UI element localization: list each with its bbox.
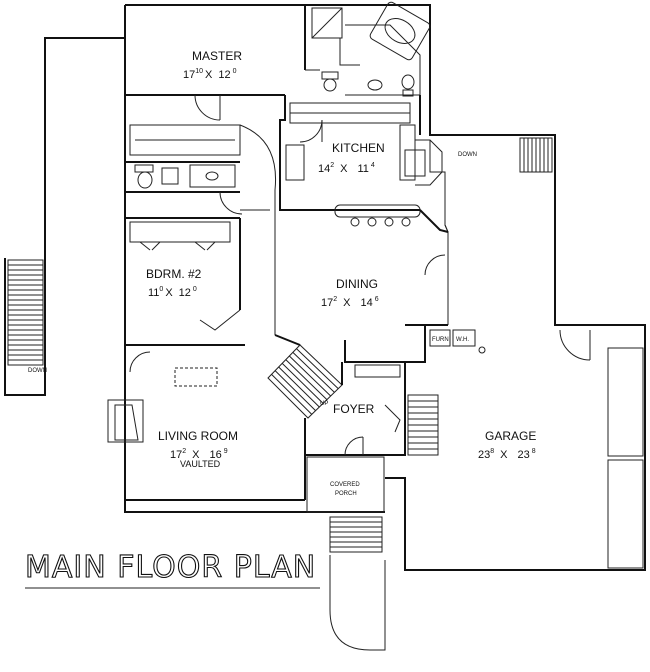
master-bath — [311, 1, 431, 97]
down-label-right: DOWN — [458, 152, 477, 158]
bedroom2-name: BDRM. #2 — [146, 267, 202, 281]
living-dim-ft1: 17 — [170, 449, 182, 461]
stair-tread — [271, 373, 313, 415]
porch-line2: PORCH — [335, 491, 357, 497]
garage-dim-in2: 8 — [532, 448, 536, 455]
master-dim-ft1: 17 — [183, 69, 195, 81]
interior-stair: UP — [267, 344, 343, 419]
water-heater-label: W.H. — [456, 337, 469, 343]
bedroom2-dim-in2: 0 — [193, 286, 197, 293]
master-dim-in2: 0 — [233, 68, 237, 75]
master-dim-in1: 10 — [195, 68, 203, 75]
dining-name: DINING — [336, 277, 378, 291]
kitchen-dim-in1: 2 — [330, 162, 334, 169]
master-dim-ft2: 12 — [218, 69, 230, 81]
stair-tread — [285, 359, 328, 401]
garage-dim-ft1: 23 — [478, 449, 490, 461]
dining-dim-in1: 2 — [333, 296, 337, 303]
dining-dim-in2: 6 — [375, 296, 379, 303]
covered-porch: COVERED PORCH — [306, 456, 386, 651]
stair-tread — [292, 351, 335, 393]
kitchen-dim-ft1: 14 — [318, 163, 330, 175]
living-dim-x: X — [192, 449, 200, 461]
furnace-label: FURN — [432, 337, 449, 343]
stair-tread — [281, 362, 324, 404]
kitchen-name: KITCHEN — [332, 141, 385, 155]
back-deck: DOWN — [429, 137, 553, 325]
stair-tread — [278, 366, 320, 408]
living-dim-ft2: 16 — [210, 449, 222, 461]
kitchen-dim-x: X — [340, 163, 348, 175]
living-dim-in2: 9 — [224, 448, 228, 455]
stair-tread — [274, 370, 316, 412]
living-note: VAULTED — [180, 459, 221, 469]
garage-name: GARAGE — [485, 429, 536, 443]
garage-dim-ft2: 23 — [518, 449, 530, 461]
bedroom2-dim-in1: 0 — [159, 286, 163, 293]
foyer: FOYER — [305, 362, 406, 456]
foyer-name: FOYER — [333, 402, 375, 416]
kitchen-dim-in2: 4 — [371, 162, 375, 169]
closet-and-bath — [125, 124, 243, 215]
living-name: LIVING ROOM — [158, 429, 238, 443]
bedroom2-dim-ft2: 12 — [179, 287, 191, 299]
porch-line1: COVERED — [330, 482, 360, 488]
garage-dim-x: X — [500, 449, 508, 461]
up-label: UP — [320, 401, 328, 407]
down-label-left: DOWN — [28, 368, 47, 374]
bedroom2-dim-x: X — [165, 287, 173, 299]
living-dim-in1: 2 — [182, 448, 186, 455]
stair-tread — [288, 355, 332, 397]
garage-dim-in1: 8 — [490, 448, 494, 455]
dining-dim-x: X — [343, 297, 351, 309]
stair-tread — [296, 348, 339, 390]
dining-dim-ft2: 14 — [361, 297, 373, 309]
hallway — [239, 124, 277, 335]
master-dim-x: X — [205, 69, 213, 81]
left-deck-stairs: DOWN — [7, 259, 47, 374]
master-name: MASTER — [192, 49, 242, 63]
bedroom2-dim-ft1: 11 — [148, 287, 159, 299]
exterior-walls — [4, 4, 646, 571]
kitchen-dim-ft2: 11 — [358, 163, 369, 175]
plan-title: MAIN FLOOR PLAN — [25, 550, 316, 585]
dining-dim-ft1: 17 — [321, 297, 333, 309]
